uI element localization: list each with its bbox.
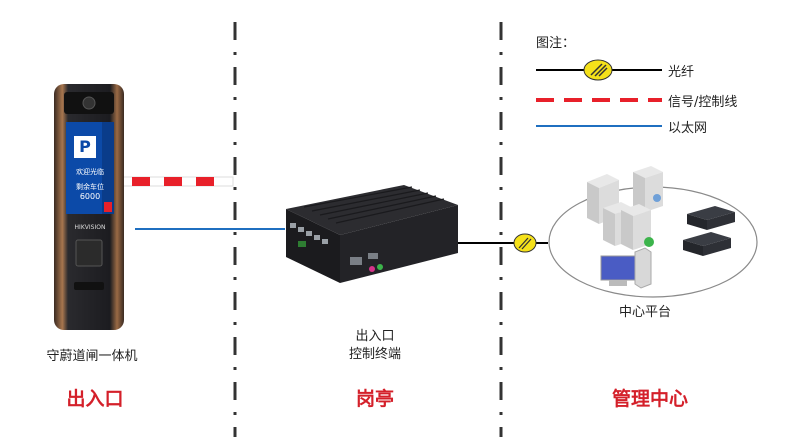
terminal-caption-line2: 控制终端 bbox=[348, 347, 401, 362]
barrier-arm bbox=[118, 176, 234, 187]
ethernet-line-icon bbox=[536, 125, 662, 127]
terminal-caption-line1: 出入口 bbox=[355, 329, 395, 344]
legend-label-ethernet: 以太网 bbox=[668, 121, 708, 136]
legend-label-signal: 信号/控制线 bbox=[668, 95, 738, 110]
zone-label-booth: 岗亭 bbox=[355, 388, 394, 410]
legend-label-fiber: 光纤 bbox=[668, 65, 695, 80]
fiber-link bbox=[458, 233, 548, 253]
kiosk-brand: HIKVISION bbox=[74, 224, 106, 231]
zone-label-entrance: 出入口 bbox=[66, 388, 124, 410]
control-terminal-device bbox=[284, 183, 460, 285]
legend-item-ethernet: 以太网 bbox=[536, 115, 776, 137]
ethernet-link bbox=[135, 228, 285, 230]
barrier-gate-kiosk: P 欢迎光临 剩余车位 6000 HIKVISION bbox=[52, 82, 128, 334]
parking-p-icon: P bbox=[74, 136, 96, 158]
zone-label-management: 管理中心 bbox=[611, 388, 688, 410]
signal-line-icon bbox=[536, 98, 662, 102]
kiosk-screen-spaces-label: 剩余车位 bbox=[76, 183, 104, 191]
legend-item-fiber: 光纤 bbox=[536, 59, 776, 81]
legend-title: 图注： bbox=[536, 36, 576, 51]
legend-item-signal: 信号/控制线 bbox=[536, 89, 776, 111]
center-platform-cluster bbox=[545, 160, 760, 300]
kiosk-screen-welcome: 欢迎光临 bbox=[76, 168, 104, 176]
fiber-line-icon bbox=[536, 59, 662, 81]
center-caption: 中心平台 bbox=[618, 305, 671, 320]
kiosk-screen-spaces-value: 6000 bbox=[79, 192, 101, 201]
divider-left bbox=[233, 22, 237, 437]
kiosk-caption: 守蔚道闸一体机 bbox=[46, 349, 138, 364]
divider-right bbox=[499, 22, 503, 437]
